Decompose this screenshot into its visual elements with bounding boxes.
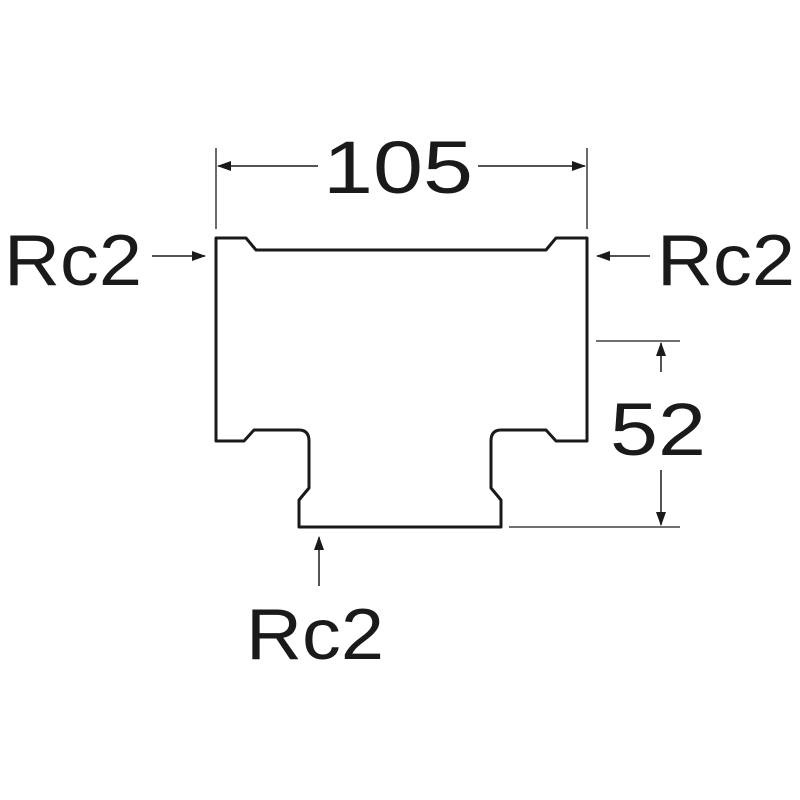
right-port-label: Rc2 — [657, 221, 795, 301]
height-dimension-value: 52 — [610, 388, 706, 471]
bottom-port-callout: Rc2 — [246, 536, 384, 675]
left-port-label: Rc2 — [4, 221, 142, 301]
tee-fitting-outline — [214, 236, 589, 529]
bottom-port-label: Rc2 — [246, 595, 384, 675]
width-dimension-value: 105 — [323, 126, 473, 209]
width-dimension: 105 — [215, 126, 588, 229]
branch-height-dimension: 52 — [509, 340, 706, 528]
right-port-callout: Rc2 — [596, 221, 795, 301]
left-port-callout: Rc2 — [4, 221, 206, 301]
